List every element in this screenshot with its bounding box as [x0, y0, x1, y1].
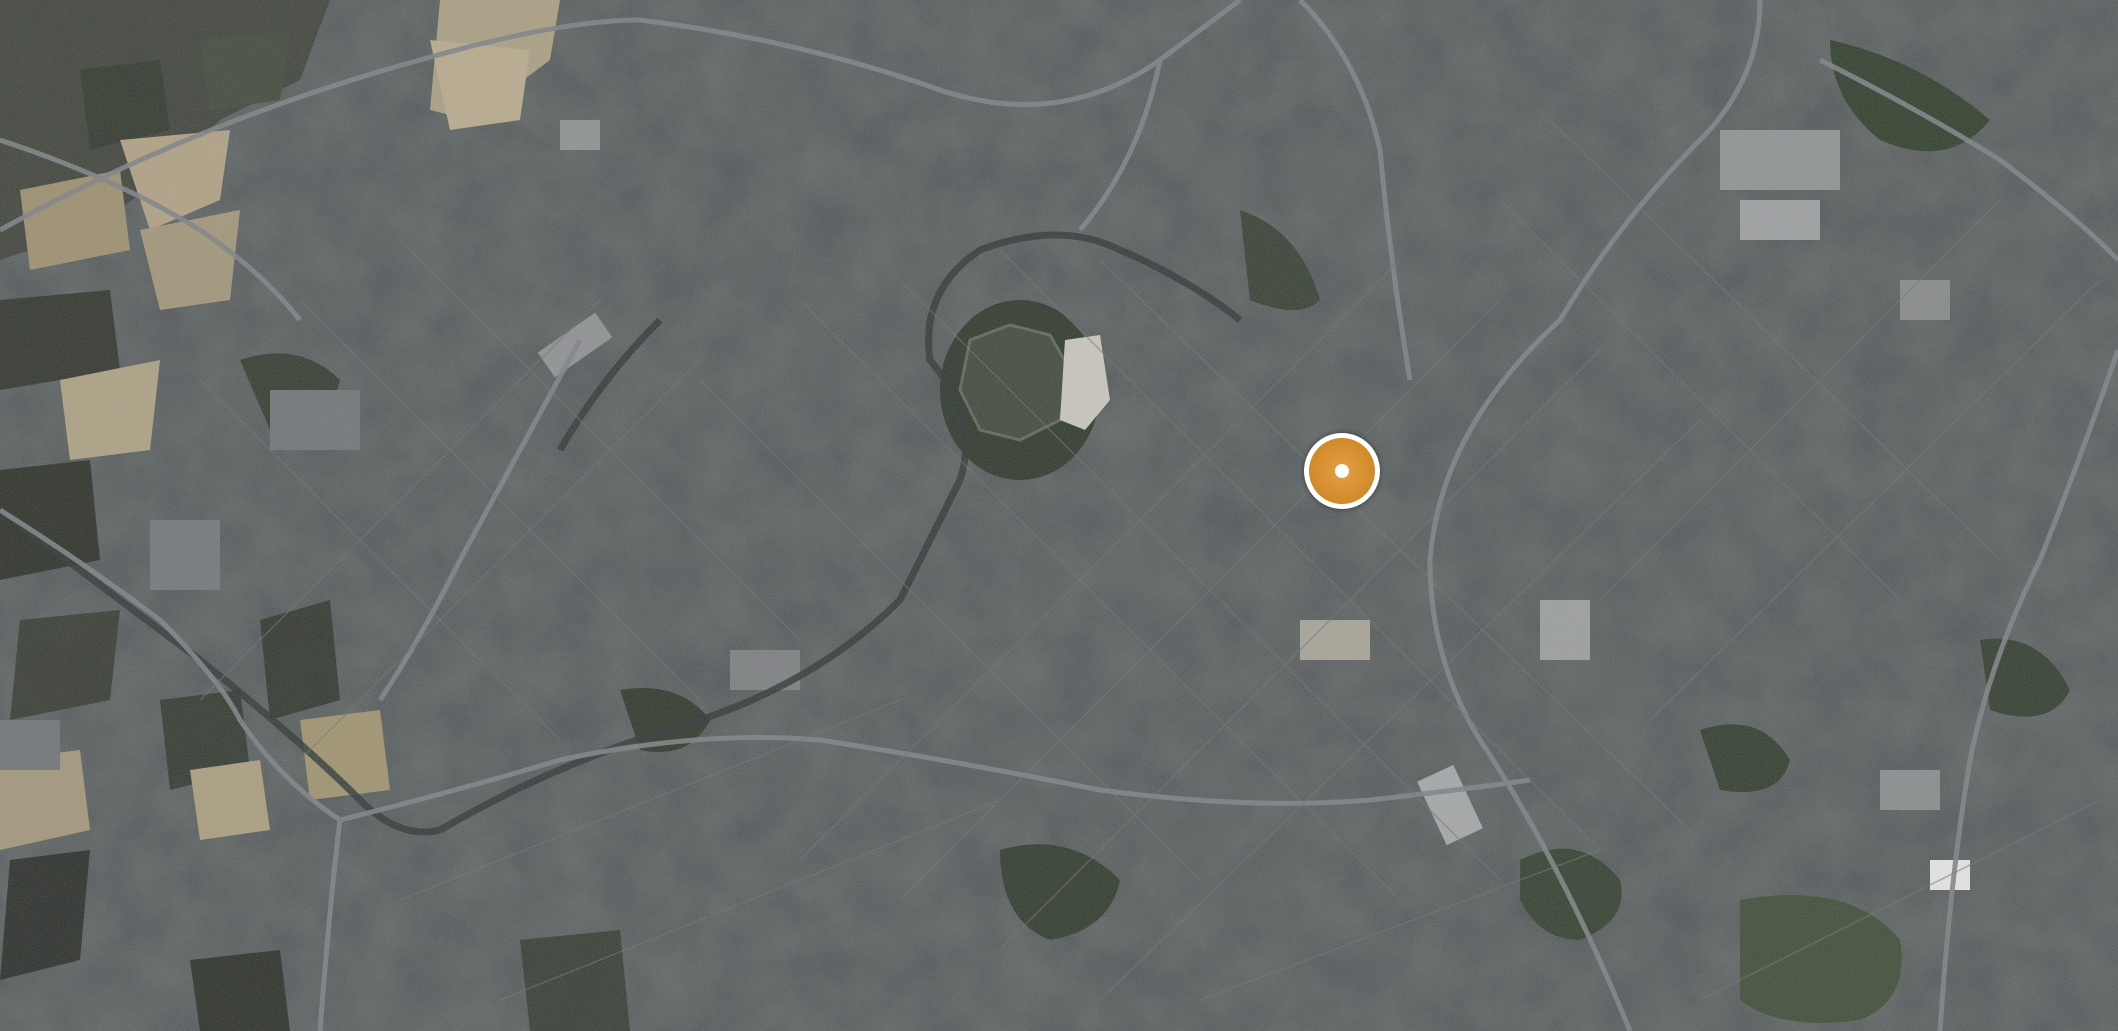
location-pin-icon[interactable] [1304, 433, 1380, 509]
location-pin-center [1335, 464, 1349, 478]
